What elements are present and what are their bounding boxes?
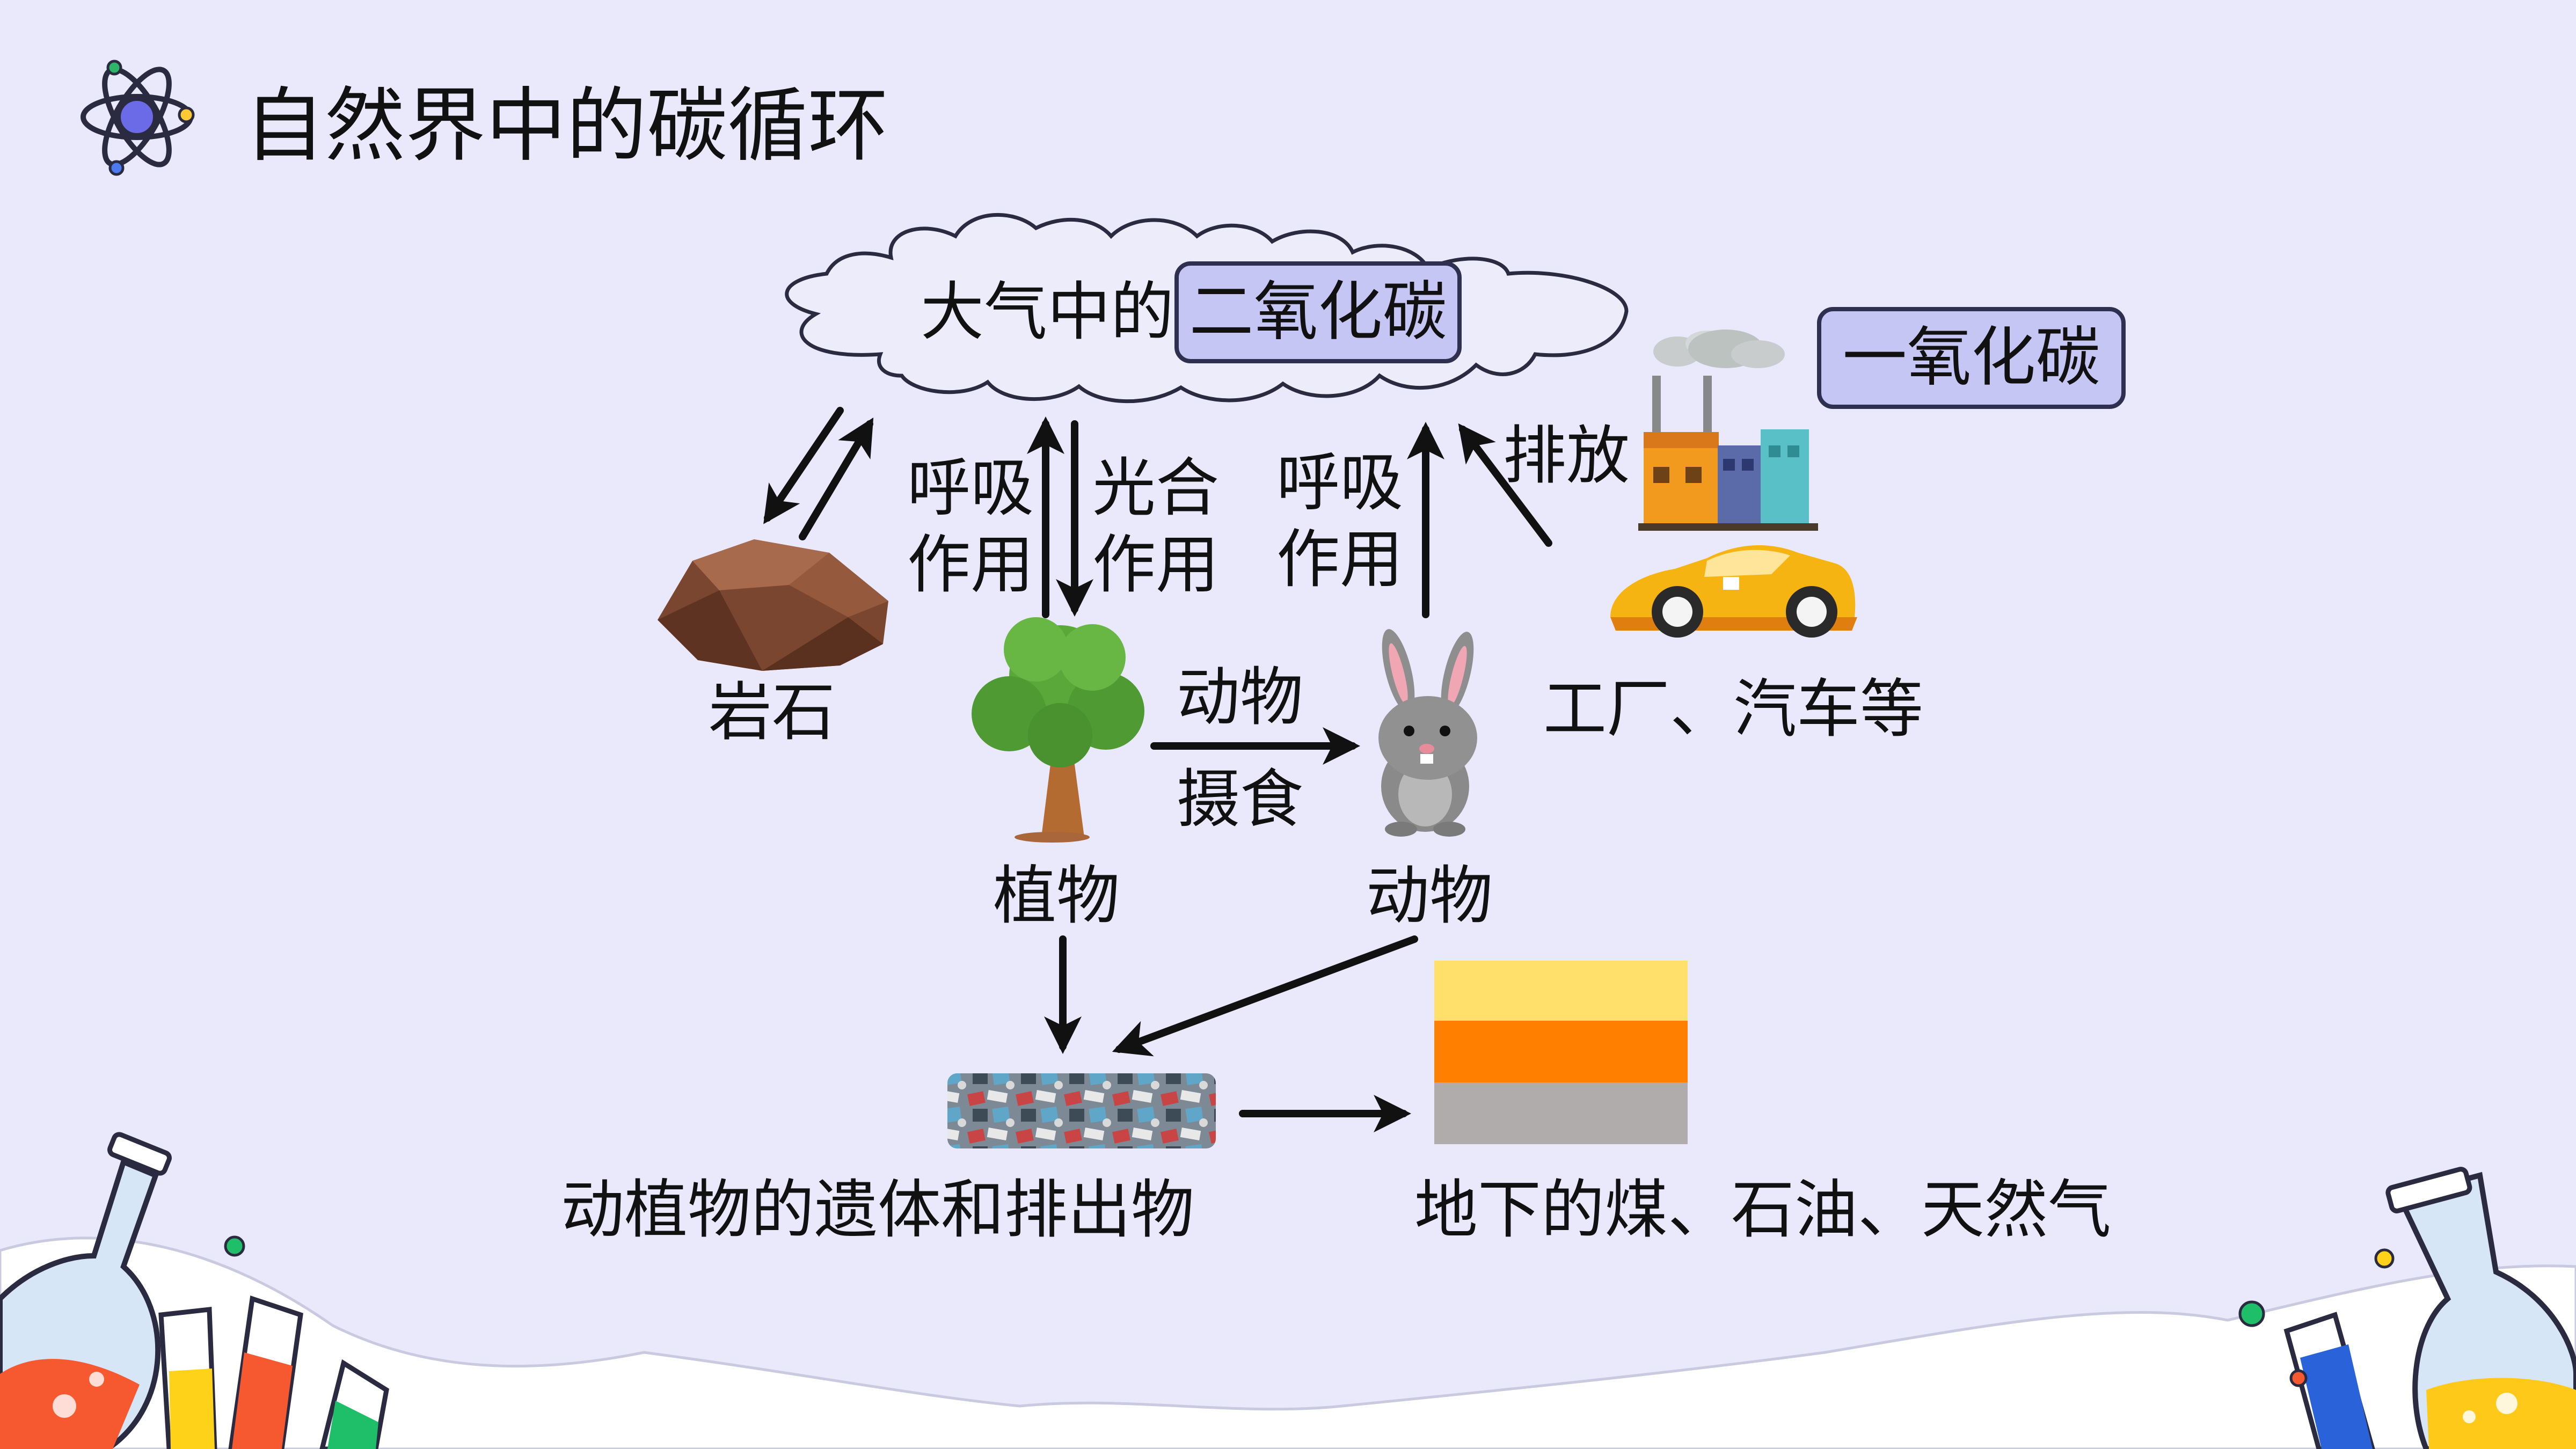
layer-gas-bottom — [1434, 1082, 1688, 1144]
atom-logo-icon — [81, 60, 195, 176]
fossil-layers-icon — [1434, 961, 1688, 1144]
remains-pile-icon — [947, 1073, 1216, 1148]
respiration-animal-label-line1: 呼吸 — [1276, 445, 1404, 519]
animal-label: 动物 — [1366, 859, 1493, 933]
arrow-rock-to-air — [799, 417, 874, 540]
layer-oil-middle — [1434, 1021, 1688, 1082]
co2-highlight-box: 二氧化碳 — [1174, 261, 1462, 363]
rock-icon — [658, 539, 888, 671]
respiration-animal-label-line2: 作用 — [1276, 522, 1404, 596]
rock-label: 岩石 — [709, 675, 836, 749]
fossil-label: 地下的煤、石油、天然气 — [1414, 1173, 2112, 1247]
layer-coal-top — [1434, 961, 1688, 1021]
co-label: 一氧化碳 — [1842, 320, 2100, 395]
factory-car-label: 工厂、汽车等 — [1543, 672, 1924, 746]
respiration-plant-label-line1: 呼吸 — [907, 451, 1034, 525]
co-highlight-box: 一氧化碳 — [1817, 307, 2126, 409]
respiration-plant-label-line2: 作用 — [907, 528, 1034, 602]
lab-glassware-left-decoration — [0, 1132, 389, 1449]
page-title: 自然界中的碳循环 — [244, 79, 889, 173]
arrow-air-to-rock — [763, 407, 844, 524]
remains-label: 动植物的遗体和排出物 — [561, 1173, 1195, 1247]
photosynthesis-label-line1: 光合 — [1092, 451, 1220, 525]
atmosphere-label: 大气中的 — [921, 275, 1174, 349]
plant-label: 植物 — [993, 859, 1120, 933]
rabbit-icon — [1378, 629, 1477, 837]
co2-label: 二氧化碳 — [1189, 275, 1447, 349]
photosynthesis-label-line2: 作用 — [1092, 528, 1220, 602]
lab-glassware-right-decoration — [2238, 1167, 2576, 1449]
snow-ground-decoration — [0, 1236, 2576, 1449]
flow-arrows — [763, 407, 1552, 1132]
emission-label: 排放 — [1503, 419, 1630, 493]
eating-label-line2: 摄食 — [1177, 762, 1304, 836]
factory-icon — [1638, 330, 1818, 531]
eating-label-line1: 动物 — [1177, 660, 1304, 734]
tree-icon — [972, 617, 1144, 843]
car-icon — [1610, 545, 1857, 638]
arrow-animal-to-remains — [1112, 935, 1418, 1057]
arrow-emission — [1458, 423, 1552, 547]
